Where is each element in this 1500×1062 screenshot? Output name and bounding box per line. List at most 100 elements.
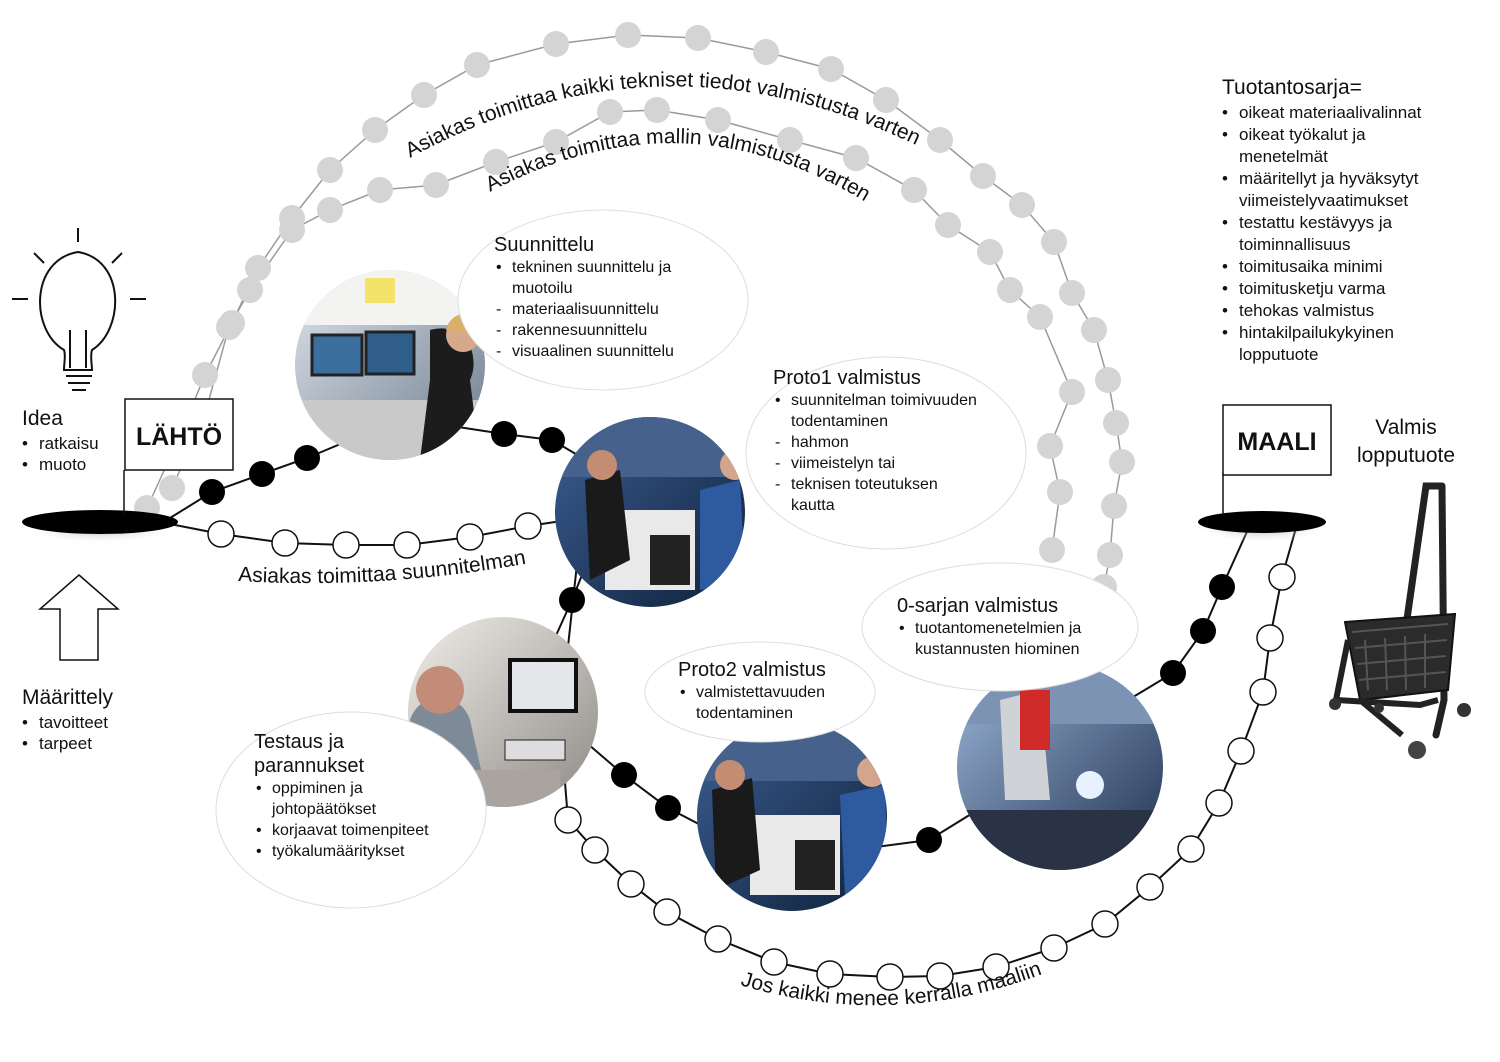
production-series-item: testattu kestävyys ja toiminnallisuus xyxy=(1222,212,1439,256)
idea-item: ratkaisu xyxy=(22,433,99,454)
production-series-item: määritellyt ja hyväksytyt viimeistelyvaa… xyxy=(1222,168,1454,212)
direct-route-dot xyxy=(456,523,484,551)
outer-route-dot xyxy=(1081,317,1107,343)
direct-route-dot xyxy=(581,836,609,864)
definition-block: Määrittely tavoitteet tarpeet xyxy=(22,686,113,754)
middle-route-dot xyxy=(597,99,623,125)
outer-route-dot xyxy=(362,117,388,143)
direct-route-dot xyxy=(1205,789,1233,817)
middle-route-dot xyxy=(367,177,393,203)
outer-route-dot xyxy=(464,52,490,78)
arc-label-middle: Asiakas toimittaa mallin valmistusta var… xyxy=(482,125,874,206)
outer-route-dot xyxy=(1109,449,1135,475)
definition-title: Määrittely xyxy=(22,686,114,709)
proto2-item: valmistettavuuden todentaminen xyxy=(678,682,858,724)
outer-route-dot xyxy=(1041,229,1067,255)
direct-route-dot xyxy=(1249,678,1277,706)
start-hole xyxy=(18,470,182,544)
production-series-item: oikeat materiaalivalinnat xyxy=(1222,102,1492,124)
finished-line2: lopputuote xyxy=(1356,444,1456,467)
direct-route-dot xyxy=(207,520,235,548)
middle-route-dot xyxy=(159,475,185,501)
finish-flag-icon xyxy=(1222,404,1332,476)
outer-route-dot xyxy=(1103,410,1129,436)
direct-route-dot xyxy=(1177,835,1205,863)
testing-item: työkalumääritykset xyxy=(254,841,464,862)
design-text: Suunnittelu tekninen suunnittelu ja muot… xyxy=(494,233,724,362)
outer-route-dot xyxy=(1097,542,1123,568)
idea-item: muoto xyxy=(22,454,99,475)
middle-route-dot xyxy=(977,239,1003,265)
main-route-dot xyxy=(199,479,225,505)
main-route-dot xyxy=(249,461,275,487)
finished-product-label: Valmis lopputuote xyxy=(1346,414,1466,470)
outer-route-dot xyxy=(818,56,844,82)
definition-item: tavoitteet xyxy=(22,712,113,733)
design-item: materiaalisuunnittelu xyxy=(494,299,724,320)
middle-route-dot xyxy=(1047,479,1073,505)
proto1-item: suunnitelman toimivuuden todentaminen xyxy=(773,390,1021,432)
proto1-item: viimeistelyn tai xyxy=(773,453,1018,474)
start-flag-icon xyxy=(124,398,234,471)
direct-route-dot xyxy=(393,531,421,559)
outer-route-dot xyxy=(1095,367,1121,393)
idea-title: Idea xyxy=(22,407,63,430)
middle-route-dot xyxy=(1059,379,1085,405)
production-series-item: tehokas valmistus xyxy=(1222,300,1492,322)
direct-route-dot xyxy=(704,925,732,953)
start-flag-label: LÄHTÖ xyxy=(136,422,222,451)
middle-route-dot xyxy=(777,127,803,153)
middle-route-dot xyxy=(644,97,670,123)
direct-route-dot xyxy=(514,512,542,540)
outer-route-dot xyxy=(245,255,271,281)
proto2-text: Proto2 valmistus valmistettavuuden toden… xyxy=(678,658,858,724)
direct-route-dot xyxy=(816,960,844,988)
production-series-item: oikeat työkalut ja menetelmät xyxy=(1222,124,1414,168)
direct-route-dot xyxy=(1227,737,1255,765)
proto1-item: teknisen toteutuksen kautta xyxy=(773,474,981,516)
middle-route-dot xyxy=(1039,537,1065,563)
outer-route-dot xyxy=(1059,280,1085,306)
outer-route-dot xyxy=(927,127,953,153)
main-route-dot xyxy=(294,445,320,471)
testing-item: oppiminen ja johtopäätökset xyxy=(254,778,422,820)
production-series-block: Tuotantosarja= oikeat materiaalivalinnat… xyxy=(1222,76,1492,366)
outer-route-dot xyxy=(753,39,779,65)
definition-item: tarpeet xyxy=(22,733,113,754)
middle-route-dot xyxy=(935,212,961,238)
middle-route-dot xyxy=(237,277,263,303)
production-series-item: toimitusaika minimi xyxy=(1222,256,1492,278)
proto1-title: Proto1 valmistus xyxy=(773,367,921,389)
testing-text: Testaus ja parannukset oppiminen ja joht… xyxy=(254,730,464,862)
testing-title: Testaus ja parannukset xyxy=(254,731,365,777)
middle-route-dot xyxy=(843,145,869,171)
outer-route-dot xyxy=(615,22,641,48)
main-route-dot xyxy=(1190,618,1216,644)
outer-route-dot xyxy=(1101,493,1127,519)
idea-block: Idea ratkaisu muoto xyxy=(22,407,99,475)
proto1-item: hahmon xyxy=(773,432,1018,453)
direct-route-dot xyxy=(926,962,954,990)
up-arrow-icon xyxy=(37,574,121,661)
middle-route-dot xyxy=(483,149,509,175)
middle-route-dot xyxy=(423,172,449,198)
zero-series-text: 0-sarjan valmistus tuotantomenetelmien j… xyxy=(897,594,1122,660)
middle-route-dot xyxy=(279,217,305,243)
outer-route-dot xyxy=(970,163,996,189)
main-route-dot xyxy=(916,827,942,853)
middle-route-dot xyxy=(1027,304,1053,330)
main-route-dot xyxy=(655,795,681,821)
direct-route-dot xyxy=(1091,910,1119,938)
outer-route-dot xyxy=(192,362,218,388)
direct-route-dot xyxy=(554,806,582,834)
main-route-dot xyxy=(539,427,565,453)
direct-route-dot xyxy=(332,531,360,559)
outer-route-dot xyxy=(685,25,711,51)
direct-route-dot xyxy=(876,963,904,991)
main-route-dot xyxy=(611,762,637,788)
design-item: tekninen suunnittelu ja muotoilu xyxy=(494,257,702,299)
proto2-title: Proto2 valmistus xyxy=(678,659,826,681)
lightbulb-icon xyxy=(12,228,146,391)
middle-route-dot xyxy=(1037,433,1063,459)
direct-route-dot xyxy=(1136,873,1164,901)
